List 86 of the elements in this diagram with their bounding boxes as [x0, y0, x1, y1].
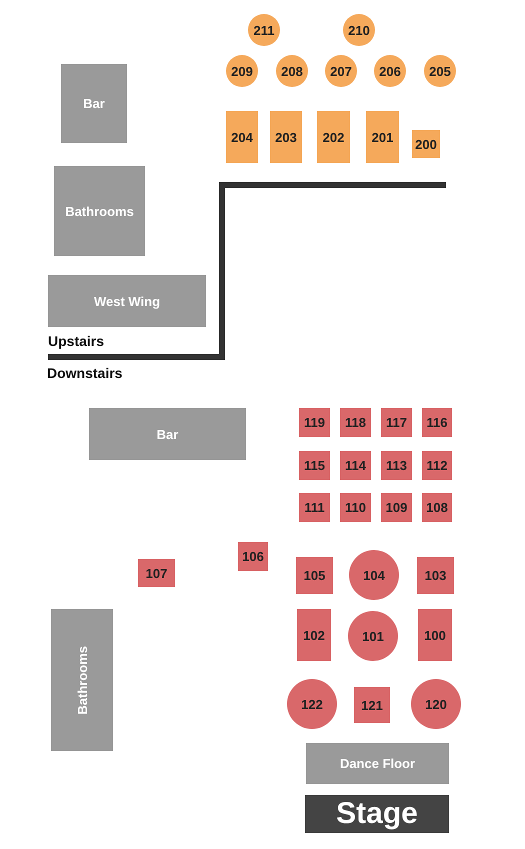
seat-table	[422, 493, 452, 522]
seat-table	[317, 111, 350, 163]
seat-table	[270, 111, 302, 163]
seat-circle	[348, 611, 398, 661]
seat-number: 202	[322, 130, 344, 144]
area-block	[48, 275, 206, 327]
area-block	[89, 408, 246, 460]
seat-circle	[226, 55, 258, 87]
seat-table	[417, 557, 454, 594]
seat-circle	[349, 550, 399, 600]
seat-number: 114	[345, 458, 366, 473]
seat-number: 116	[426, 415, 448, 430]
seat-circle	[276, 55, 308, 87]
seat-table	[381, 493, 412, 522]
seat-number: 117	[386, 415, 407, 430]
seat-circle	[424, 55, 456, 87]
seat-table	[422, 408, 452, 437]
seat-table	[381, 451, 412, 480]
seat-number: 105	[304, 568, 326, 583]
seat-number: 121	[361, 698, 383, 712]
seat-number: 118	[345, 415, 366, 430]
seat-number: 112	[426, 458, 448, 473]
seat-number: 106	[242, 549, 264, 564]
seat-number: 211	[254, 22, 274, 38]
seat-circle	[287, 679, 337, 729]
floor-label: Upstairs	[48, 333, 104, 349]
seat-number: 100	[424, 628, 446, 642]
stage-label: Stage	[336, 797, 418, 831]
seat-number: 208	[281, 64, 303, 78]
area-label: Bar	[156, 426, 178, 442]
area-label: Bathrooms	[74, 646, 90, 714]
seat-circle	[374, 55, 406, 87]
seat-table	[226, 111, 258, 163]
seat-number: 201	[372, 130, 394, 144]
seat-table	[340, 493, 371, 522]
seat-table	[340, 451, 371, 480]
seat-table	[340, 408, 371, 437]
stage-block	[305, 795, 449, 833]
seat-number: 102	[303, 628, 325, 642]
seat-table	[381, 408, 412, 437]
seat-number: 119	[304, 415, 325, 430]
seat-number: 108	[426, 500, 448, 515]
seat-number: 109	[386, 500, 408, 515]
seat-circle	[411, 679, 461, 729]
seat-number: 207	[330, 64, 352, 78]
seat-number: 200	[415, 136, 437, 152]
seat-number: 122	[301, 696, 323, 712]
area-label: Dance Floor	[340, 756, 416, 771]
area-label: Bathrooms	[65, 204, 134, 218]
seat-number: 209	[231, 64, 253, 78]
seat-number: 120	[425, 696, 447, 712]
seat-number: 104	[363, 568, 385, 582]
seat-circle	[248, 14, 280, 46]
seat-number: 110	[345, 500, 366, 515]
seat-table	[412, 130, 440, 158]
seat-number: 101	[362, 628, 384, 644]
seat-table	[366, 111, 399, 163]
seat-number: 113	[386, 458, 407, 473]
seat-number: 107	[146, 566, 168, 580]
area-block	[54, 166, 145, 256]
seat-table	[297, 609, 331, 661]
seat-table	[238, 542, 268, 571]
seat-table	[354, 687, 390, 723]
seat-table	[299, 408, 330, 437]
seat-number: 205	[429, 64, 451, 78]
seat-number: 203	[275, 130, 297, 144]
seat-number: 210	[348, 22, 370, 38]
area-block	[306, 743, 449, 784]
area-label: Bar	[83, 96, 105, 111]
seat-number: 206	[379, 64, 401, 78]
seat-number: 204	[231, 130, 253, 144]
seat-table	[296, 557, 333, 594]
area-label: West Wing	[94, 294, 160, 308]
seat-table	[299, 451, 330, 480]
seat-circle	[343, 14, 375, 46]
floor-label: Downstairs	[47, 365, 122, 381]
seat-circle	[325, 55, 357, 87]
seat-table	[138, 559, 175, 587]
area-block	[51, 609, 113, 751]
seat-number: 115	[304, 458, 325, 473]
seat-table	[418, 609, 452, 661]
area-block	[61, 64, 127, 143]
seat-table	[422, 451, 452, 480]
seat-table	[299, 493, 330, 522]
seat-number: 103	[424, 568, 446, 583]
seat-number: 111	[304, 500, 325, 515]
